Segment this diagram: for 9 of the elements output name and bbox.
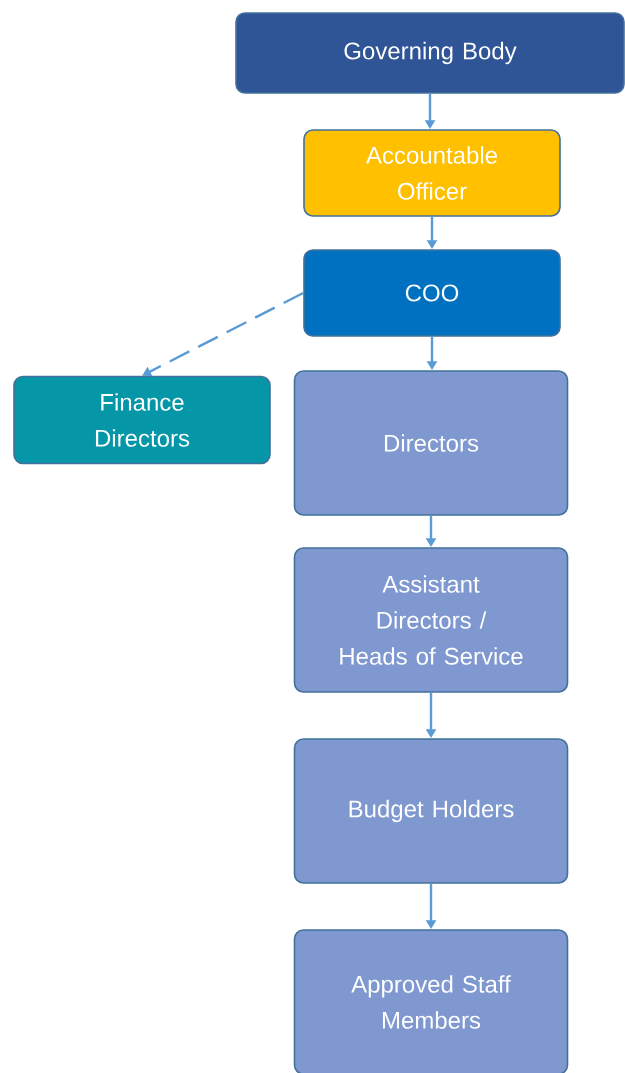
arrow xyxy=(142,291,304,377)
org-box: Budget Holders xyxy=(293,738,569,884)
org-box: COO xyxy=(303,249,561,337)
org-box: Assistant Directors / Heads of Service xyxy=(293,547,569,693)
org-box: Directors xyxy=(293,370,569,516)
org-box: Finance Directors xyxy=(13,375,271,465)
org-box: Approved Staff Members xyxy=(293,929,569,1073)
org-box: Accountable Officer xyxy=(303,129,561,217)
org-box: Governing Body xyxy=(235,12,625,94)
